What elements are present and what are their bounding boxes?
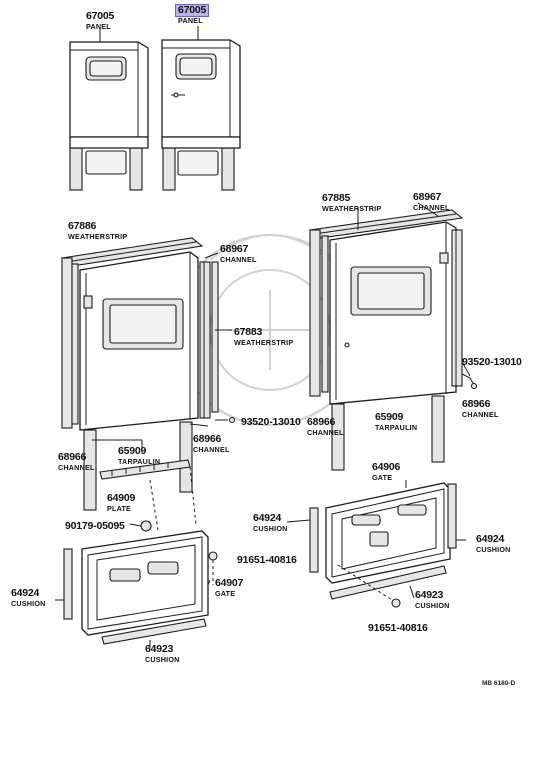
- callout-bolt-93520-left[interactable]: 93520-13010: [241, 416, 301, 428]
- right-door-assembly[interactable]: [308, 209, 478, 471]
- panel-right-top[interactable]: [161, 39, 241, 191]
- leader-lines: [55, 26, 471, 648]
- panel-left-top[interactable]: [69, 41, 149, 191]
- callout-bolt-93520-right[interactable]: 93520-13010: [462, 356, 522, 368]
- gate-right[interactable]: [309, 482, 457, 608]
- callout-bolt-91651-right[interactable]: 91651-40816: [368, 622, 428, 634]
- plate-left[interactable]: [99, 459, 197, 531]
- left-door-assembly[interactable]: [60, 237, 236, 511]
- callout-bolt-91651-left[interactable]: 91651-40816: [237, 554, 297, 566]
- callout-nut-90179[interactable]: 90179-05095: [65, 520, 125, 532]
- reference-code: MB 6180-D: [482, 680, 516, 687]
- gate-left[interactable]: [63, 520, 218, 645]
